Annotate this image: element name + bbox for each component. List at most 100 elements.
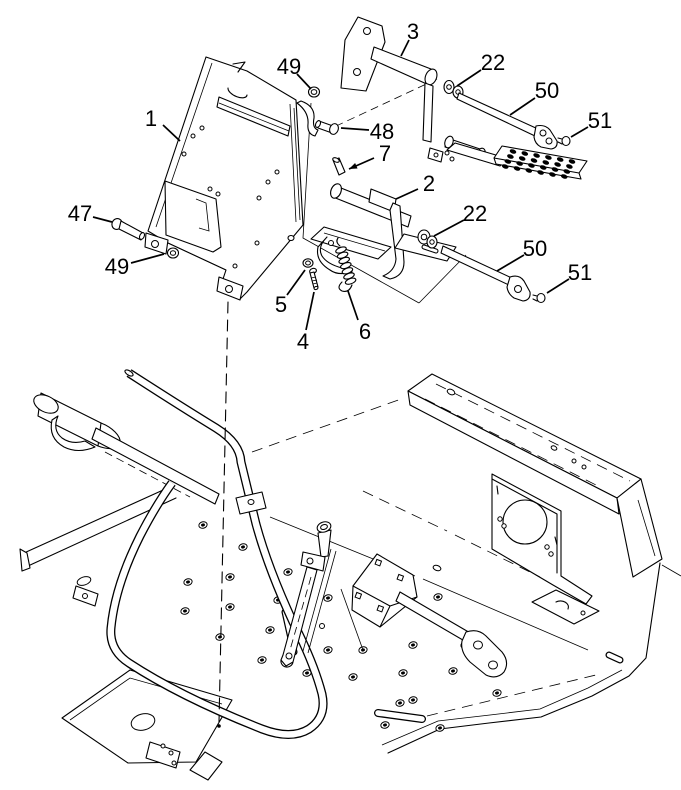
hex-nut [448, 667, 458, 675]
hex-nut [238, 543, 248, 551]
callout-number: 2 [423, 171, 435, 196]
callout-5: 5 [275, 269, 306, 317]
hex-nut [215, 633, 225, 641]
hex-nut [492, 689, 502, 697]
callout-number: 22 [481, 50, 505, 75]
callout-number: 5 [275, 292, 287, 317]
hex-nut [323, 594, 333, 602]
callout-number: 50 [535, 78, 559, 103]
callout-number: 50 [523, 236, 547, 261]
hex-nut [225, 603, 235, 611]
platform-hole [554, 162, 561, 167]
block-bracket [340, 553, 418, 651]
callout-leader-line [286, 269, 306, 296]
hex-nut [408, 696, 418, 704]
upper-lever-3 [340, 16, 507, 167]
callout-leader-line [570, 126, 589, 138]
callout-49: 49 [277, 54, 312, 90]
engine-mount-plate [491, 473, 593, 605]
platform-hole [549, 172, 556, 177]
callout-47: 47 [68, 201, 113, 226]
callout-number: 48 [370, 119, 394, 144]
hex-nut [265, 626, 275, 634]
frame-beam [407, 373, 663, 578]
hex-nut [323, 646, 333, 654]
strap-arm [280, 548, 337, 668]
callout-number: 51 [588, 108, 612, 133]
platform-hole [501, 164, 509, 169]
callout-leader-line [456, 69, 482, 87]
callout-50: 50 [496, 236, 547, 272]
bolt-48 [314, 120, 339, 135]
left-tube-cylinder [33, 392, 121, 452]
callout-leader-line [433, 219, 465, 237]
platform-hole [518, 156, 526, 161]
hex-nut [408, 641, 418, 649]
callout-number: 49 [277, 54, 301, 79]
hex-nut [380, 721, 390, 729]
callout-6: 6 [347, 290, 371, 344]
hex-nut [433, 593, 443, 601]
right-rear-bracket [531, 589, 600, 625]
callout-number: 4 [297, 329, 309, 354]
lower-lever-2 [287, 183, 457, 280]
callout-22: 22 [433, 201, 487, 237]
platform-hole [507, 154, 514, 159]
callout-2: 2 [395, 171, 435, 200]
left-rail [19, 485, 177, 607]
platform-hole [542, 160, 550, 165]
hex-nut [183, 578, 193, 586]
platform-hole [504, 159, 512, 164]
callout-number: 1 [145, 106, 157, 131]
hex-nut [198, 521, 208, 529]
callout-51: 51 [570, 108, 612, 138]
callout-49: 49 [105, 253, 165, 279]
platform-hole [539, 165, 547, 170]
callout-leader-line [509, 97, 536, 116]
pin-7 [332, 157, 346, 176]
callout-arrowhead [349, 163, 358, 169]
lower-rod-50 [440, 245, 531, 302]
bottom-left-plate [61, 669, 233, 781]
callout-leader-line [496, 254, 525, 272]
clevis-rod [395, 591, 508, 678]
nut-49-lower [166, 247, 180, 259]
callout-leader-line [546, 278, 570, 294]
callout-22: 22 [456, 50, 505, 87]
nut-5 [302, 258, 314, 268]
hex-nut [435, 724, 445, 732]
callout-number: 6 [359, 319, 371, 344]
construction-lines [217, 78, 467, 728]
nut-49-upper [307, 86, 321, 98]
callout-51: 51 [546, 260, 592, 294]
callout-leader-line [162, 124, 181, 142]
bolt-51-upper [557, 135, 571, 147]
platform-hole [516, 161, 523, 166]
callout-number: 47 [68, 201, 92, 226]
hex-nut [257, 656, 267, 664]
platform-hole [533, 153, 540, 158]
callout-leader-line [296, 73, 312, 90]
callout-48: 48 [340, 119, 394, 144]
platform-hole [509, 149, 517, 154]
callout-3: 3 [400, 19, 419, 57]
hoop-tube [106, 369, 328, 739]
cross-tube [91, 427, 220, 505]
platform-hole [551, 167, 559, 172]
hex-nut [395, 699, 405, 707]
platform-hole [560, 174, 568, 179]
bolt-47 [111, 218, 146, 241]
spring-6 [335, 237, 357, 292]
hex-nut [398, 669, 408, 677]
platform-hole [566, 164, 573, 169]
callout-leader-line [347, 290, 359, 321]
callout-leader-line [92, 216, 113, 223]
platform-hole [525, 168, 533, 173]
platform-hole [530, 158, 538, 163]
platform-hole [556, 157, 564, 162]
callout-leader-line [130, 253, 165, 264]
platform-hole [563, 169, 571, 174]
callout-number: 51 [568, 260, 592, 285]
